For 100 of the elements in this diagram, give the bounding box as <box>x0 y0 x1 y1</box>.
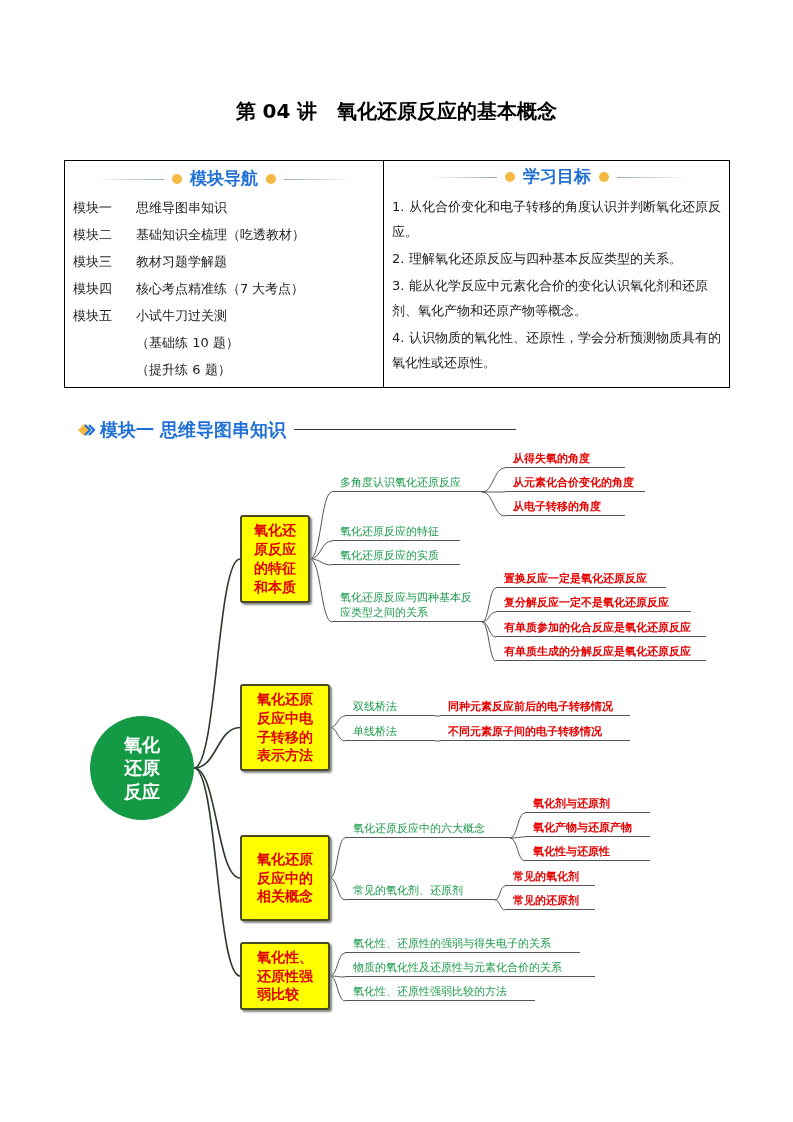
branch-line <box>193 767 241 879</box>
branch-line <box>481 621 497 638</box>
branch-underline <box>332 523 460 541</box>
topic-text: 复分解反应一定不是氧化还原反应 <box>503 595 669 611</box>
branch-line <box>193 767 241 977</box>
branch-line <box>309 558 333 623</box>
branch-line <box>509 837 526 862</box>
topic-text: 双线桥法 <box>352 699 397 715</box>
branch-underline <box>440 723 630 741</box>
branch-line <box>481 491 506 517</box>
branch-line <box>434 715 441 717</box>
branch-underline <box>505 474 645 492</box>
topic-text: 常见的氧化剂、还原剂 <box>352 883 463 899</box>
topic-text: 多角度认识氧化还原反应 <box>339 475 461 491</box>
branch-underline <box>525 795 650 813</box>
branch-underline <box>345 723 435 741</box>
topic-text: 氧化性、还原性强弱比较的方法 <box>352 984 507 1000</box>
topic-text: 从得失氧的角度 <box>512 451 590 467</box>
topic-text: 氧化剂与还原剂 <box>532 796 610 812</box>
branch-underline <box>496 570 666 588</box>
branch-line <box>329 727 346 742</box>
branch-line <box>494 885 506 901</box>
topic-box <box>240 942 330 1010</box>
table-cell-text: 模块四 <box>73 279 113 298</box>
branch-line <box>329 877 346 901</box>
branch-line <box>494 899 506 911</box>
topic-text: 不同元素原子间的电子转移情况 <box>447 724 602 740</box>
branch-line <box>193 558 241 769</box>
topic-text: 氧化还原反应的特征 <box>339 524 439 540</box>
topic-text: 氧化性、还原性的强弱与得失电子的关系 <box>352 936 551 952</box>
topic-text: 有单质生成的分解反应是氧化还原反应 <box>503 644 691 660</box>
topic-text: 有单质参加的化合反应是氧化还原反应 <box>503 620 691 636</box>
topic-box <box>240 835 330 921</box>
branch-line <box>481 611 497 623</box>
topic-text: 氧化还原反应中的相关概念 <box>257 849 313 907</box>
table-cell-text: 模块五 <box>73 306 113 325</box>
goal-text: 3. 能从化学反应中元素化合价的变化认识氧化剂和还原剂、氧化产物和还原产物等概念。 <box>392 277 709 320</box>
branch-line <box>434 740 441 742</box>
topic-text: 氧化还原反应中的六大概念 <box>352 821 485 837</box>
goal-text: 1. 从化合价变化和电子转移的角度认识并判断氧化还原反应。 <box>392 198 721 241</box>
section-heading: 模块导航 <box>190 167 258 191</box>
topic-text: 氧化产物与还原产物 <box>532 820 632 836</box>
branch-line <box>309 491 333 560</box>
topic-text: 氧化还原反应的特征和本质 <box>254 521 296 597</box>
topic-text: 单线桥法 <box>352 724 397 740</box>
topic-text: 常见的还原剂 <box>512 893 579 909</box>
branch-underline <box>496 619 706 637</box>
branch-underline <box>496 643 706 661</box>
branch-line <box>309 540 333 560</box>
branch-underline <box>505 892 595 910</box>
branch-underline <box>505 498 625 516</box>
topic-text: 氧化还原反应的实质 <box>339 548 439 564</box>
section-heading: 模块一 思维导图串知识 <box>100 418 287 442</box>
section-heading: 学习目标 <box>522 165 591 189</box>
branch-underline <box>525 843 650 861</box>
branch-underline <box>505 450 625 468</box>
branch-underline <box>345 935 580 953</box>
goal-text: 4. 认识物质的氧化性、还原性，学会分析预测物质具有的氧化性或还原性。 <box>392 329 721 372</box>
table-cell-text: 思维导图串知识 <box>136 198 227 217</box>
topic-box <box>240 684 330 771</box>
branch-underline <box>332 547 460 565</box>
branch-line <box>509 812 526 839</box>
branch-underline <box>345 882 495 900</box>
branch-underline <box>345 983 535 1001</box>
page-title: 第 04 讲 氧化还原反应的基本概念 <box>234 98 559 125</box>
branch-line <box>329 715 346 728</box>
goal-text: 2. 理解氧化还原反应与四种基本反应类型的关系。 <box>392 250 683 268</box>
branch-underline <box>525 819 650 837</box>
branch-underline <box>345 698 435 716</box>
topic-text: 常见的氧化剂 <box>512 869 579 885</box>
branch-line <box>481 621 497 662</box>
table-cell-text: （提升练 6 题） <box>136 360 231 379</box>
branch-underline <box>496 594 691 612</box>
branch-underline <box>332 474 482 492</box>
topic-text: 物质的氧化性及还原性与元素化合价的关系 <box>352 960 562 976</box>
branch-line <box>509 836 526 839</box>
table-cell-text: 核心考点精准练（7 大考点） <box>136 279 305 298</box>
branch-line <box>481 491 506 493</box>
branch-line <box>193 726 241 769</box>
topic-text: 氧化还原反应 <box>124 732 160 804</box>
topic-text: 氧化还原反应中电子转移的表示方法 <box>257 689 313 766</box>
topic-text: 氧化性与还原性 <box>532 844 610 860</box>
branch-line <box>481 587 497 623</box>
branch-underline <box>345 959 595 977</box>
topic-text: 同种元素反应前后的电子转移情况 <box>447 699 613 715</box>
topic-text: 置换反应一定是氧化还原反应 <box>503 571 647 587</box>
table-cell-text: （基础练 10 题） <box>136 333 239 352</box>
topic-text: 从元素化合价变化的角度 <box>512 475 634 491</box>
branch-underline <box>332 589 482 622</box>
branch-line <box>309 558 333 566</box>
branch-underline <box>505 868 595 886</box>
topic-text: 从电子转移的角度 <box>512 499 601 515</box>
branch-line <box>329 952 346 977</box>
table-cell-text: 模块一 <box>73 198 113 217</box>
branch-line <box>329 837 346 879</box>
topic-text: 氧化还原反应与四种基本反应类型之间的关系 <box>339 590 473 621</box>
topic-box <box>240 515 310 603</box>
table-cell-text: 模块二 <box>73 225 113 244</box>
branch-line <box>329 975 346 1002</box>
table-cell-text: 基础知识全梳理（吃透教材） <box>136 225 305 244</box>
